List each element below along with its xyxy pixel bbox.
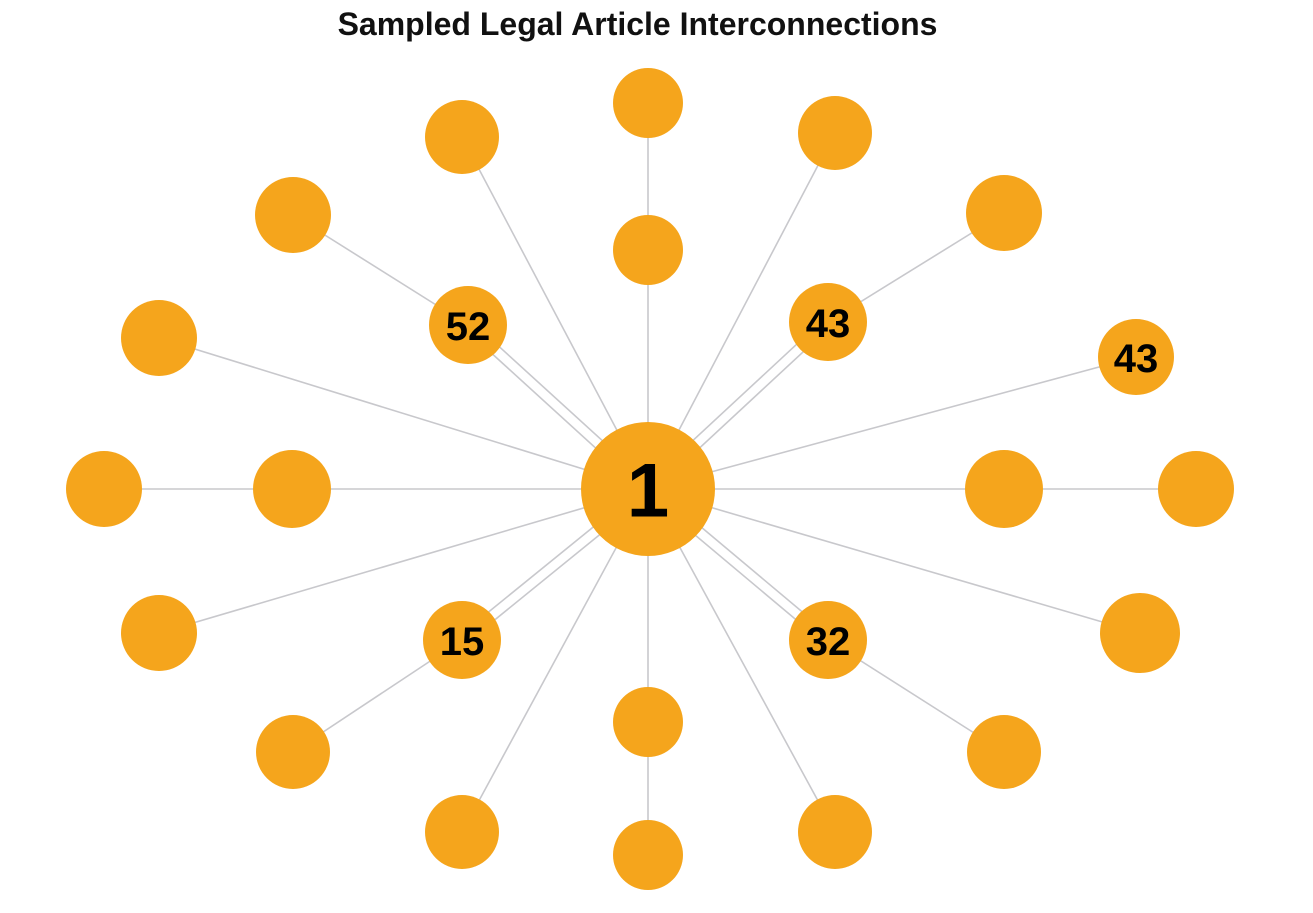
node-n-lower-right-a[interactable] <box>798 795 872 869</box>
node-label: 52 <box>446 305 491 349</box>
node-center[interactable]: 1 <box>581 422 715 556</box>
node-circle[interactable] <box>66 451 142 527</box>
node-circle[interactable] <box>121 300 197 376</box>
node-circle[interactable] <box>256 715 330 789</box>
node-circle[interactable] <box>423 601 501 679</box>
node-circle[interactable] <box>1098 319 1174 395</box>
node-label: 43 <box>1114 337 1159 381</box>
node-circle[interactable] <box>789 601 867 679</box>
node-circle[interactable] <box>253 450 331 528</box>
edge-n-left-upper-center <box>158 337 649 490</box>
node-n-top-outer[interactable] <box>613 68 683 138</box>
node-n-right-lower[interactable] <box>1100 593 1180 673</box>
node-circle[interactable] <box>425 100 499 174</box>
node-circle[interactable] <box>965 450 1043 528</box>
node-n-52[interactable]: 52 <box>429 286 507 364</box>
node-n-lower-left-b[interactable] <box>256 715 330 789</box>
node-n-right-outer[interactable] <box>1158 451 1234 527</box>
node-circle[interactable] <box>967 715 1041 789</box>
node-n-lower-right-b[interactable] <box>967 715 1041 789</box>
node-n-upper-left-a[interactable] <box>425 100 499 174</box>
edge-n-right-lower-center <box>647 488 1141 634</box>
node-label: 32 <box>806 620 851 664</box>
node-circle[interactable] <box>429 286 507 364</box>
node-n-43a[interactable]: 43 <box>789 283 867 361</box>
edge-n-left-lower-center <box>158 488 649 634</box>
node-circle[interactable] <box>581 422 715 556</box>
node-label: 43 <box>806 302 851 346</box>
node-n-top-inner[interactable] <box>613 215 683 285</box>
node-n-bottom-outer[interactable] <box>613 820 683 890</box>
node-n-43b[interactable]: 43 <box>1098 319 1174 395</box>
node-n-right-inner[interactable] <box>965 450 1043 528</box>
node-n-32[interactable]: 32 <box>789 601 867 679</box>
node-n-bottom-inner[interactable] <box>613 687 683 757</box>
node-circle[interactable] <box>425 795 499 869</box>
node-n-upper-left-b[interactable] <box>255 177 331 253</box>
node-n-lower-left-a[interactable] <box>425 795 499 869</box>
node-n-left-upper[interactable] <box>121 300 197 376</box>
node-circle[interactable] <box>1158 451 1234 527</box>
edge-n-upper-right-a-center <box>647 132 836 490</box>
edge-n-43b-center <box>647 356 1137 490</box>
node-n-left-outer[interactable] <box>66 451 142 527</box>
node-circle[interactable] <box>613 68 683 138</box>
node-label: 15 <box>440 620 485 664</box>
node-n-left-lower[interactable] <box>121 595 197 671</box>
node-circle[interactable] <box>613 215 683 285</box>
node-n-upper-right-a[interactable] <box>798 96 872 170</box>
node-circle[interactable] <box>1100 593 1180 673</box>
diagram-title: Sampled Legal Article Interconnections <box>337 6 938 42</box>
node-label: 1 <box>627 449 669 534</box>
node-circle[interactable] <box>613 820 683 890</box>
node-circle[interactable] <box>789 283 867 361</box>
node-circle[interactable] <box>121 595 197 671</box>
node-n-upper-right-b[interactable] <box>966 175 1042 251</box>
node-n-15[interactable]: 15 <box>423 601 501 679</box>
node-circle[interactable] <box>798 96 872 170</box>
node-circle[interactable] <box>613 687 683 757</box>
node-circle[interactable] <box>255 177 331 253</box>
node-n-left-inner[interactable] <box>253 450 331 528</box>
nodes: 1 52 43 43 15 32 <box>66 68 1234 890</box>
node-circle[interactable] <box>966 175 1042 251</box>
node-circle[interactable] <box>798 795 872 869</box>
